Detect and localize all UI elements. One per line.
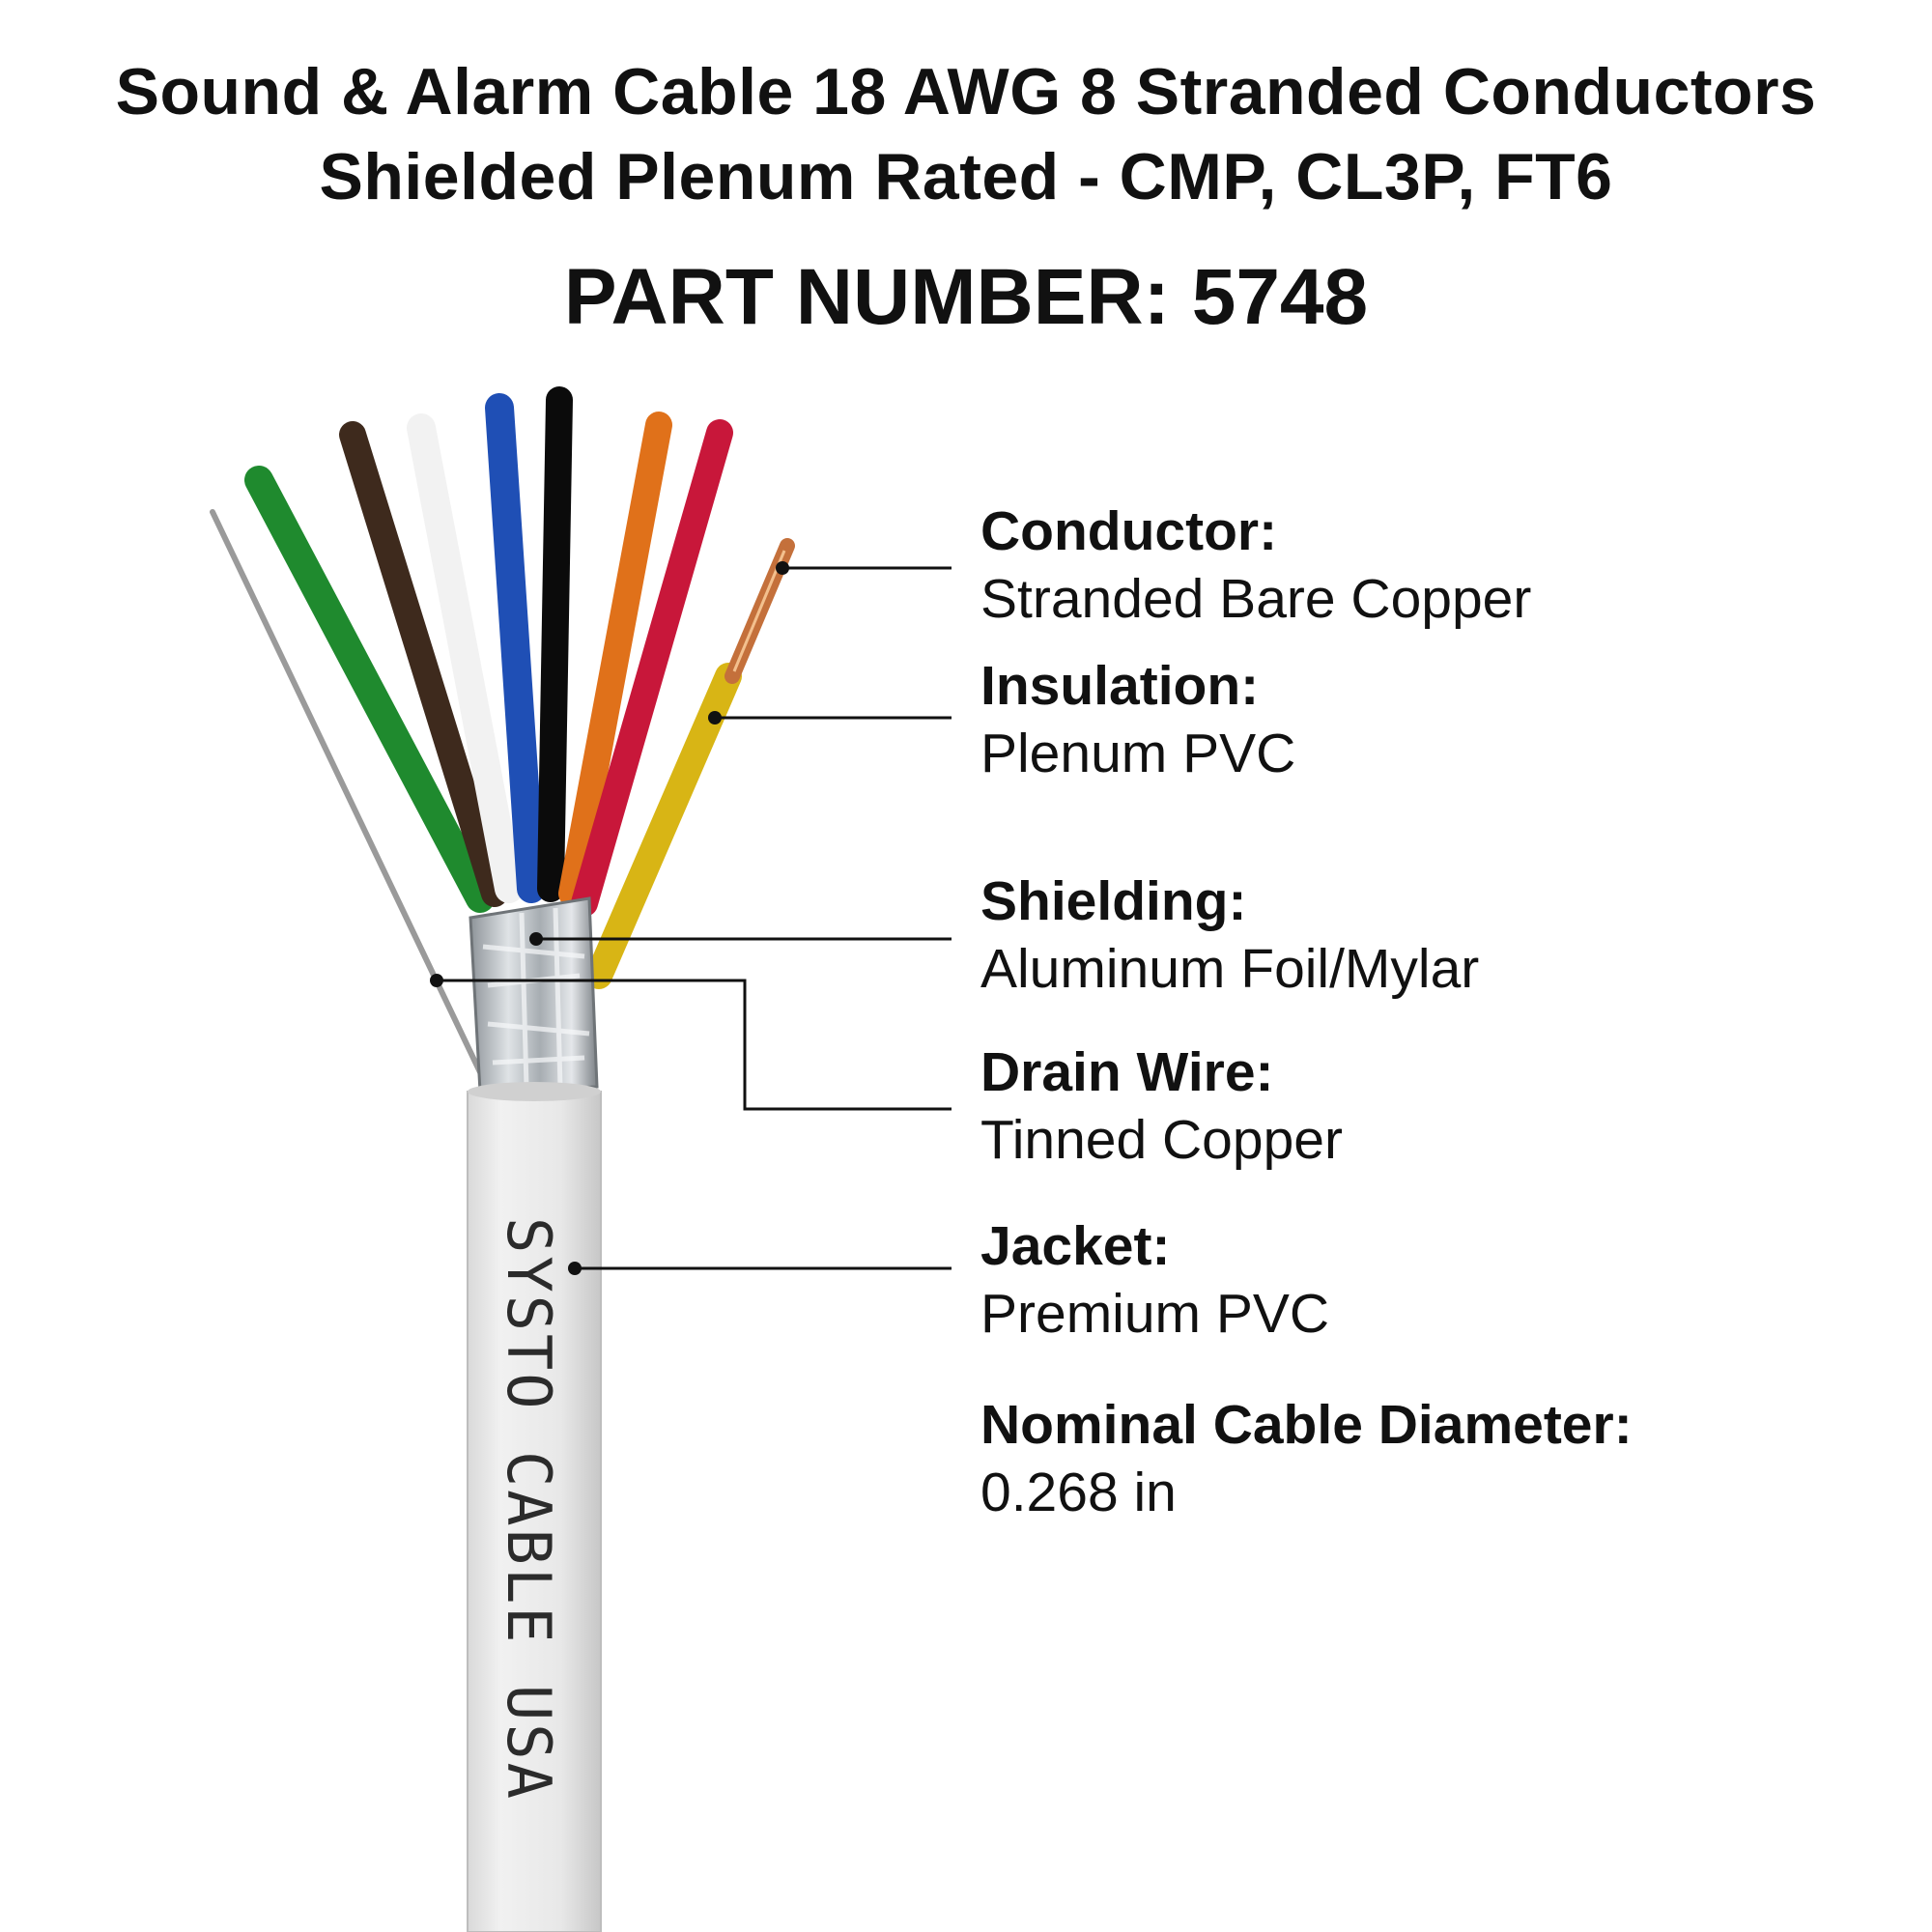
red-wire <box>571 419 733 917</box>
dot-shielding <box>529 932 543 946</box>
spec-label: Drain Wire: <box>980 1041 1274 1103</box>
callout-lines <box>437 566 952 1270</box>
spec-conductor: Conductor: Stranded Bare Copper <box>980 497 1898 633</box>
spec-value: Aluminum Foil/Mylar <box>980 938 1480 1000</box>
brown-wire <box>339 421 508 907</box>
spec-value: Premium PVC <box>980 1283 1330 1345</box>
spec-label: Shielding: <box>980 870 1247 932</box>
spec-label: Conductor: <box>980 500 1278 562</box>
title-line-2: Shielded Plenum Rated - CMP, CL3P, FT6 <box>319 140 1613 213</box>
yellow-wire <box>585 663 742 989</box>
spec-label: Jacket: <box>980 1215 1171 1277</box>
spec-drain-wire: Drain Wire: Tinned Copper <box>980 1038 1898 1174</box>
spec-shielding: Shielding: Aluminum Foil/Mylar <box>980 867 1898 1003</box>
cable-jacket <box>467 1091 602 1932</box>
part-number: PART NUMBER: 5748 <box>563 253 1369 341</box>
orange-wire <box>558 412 672 907</box>
spec-value: Tinned Copper <box>980 1109 1343 1171</box>
spec-value: Stranded Bare Copper <box>980 568 1532 630</box>
dot-insulation <box>708 711 722 724</box>
spec-jacket: Jacket: Premium PVC <box>980 1212 1898 1348</box>
spec-nominal-diameter: Nominal Cable Diameter: 0.268 in <box>980 1391 1898 1526</box>
leader-drain <box>437 979 952 1111</box>
spec-insulation: Insulation: Plenum PVC <box>980 652 1898 787</box>
dot-drain <box>430 974 443 987</box>
title-line-1: Sound & Alarm Cable 18 AWG 8 Stranded Co… <box>115 55 1817 128</box>
copper-strand-detail <box>732 550 786 672</box>
blue-wire <box>485 393 546 903</box>
green-wire <box>244 466 495 913</box>
dot-jacket <box>568 1262 582 1275</box>
jacket-print: SYSTO CABLE USA <box>494 1217 564 1802</box>
white-wire <box>407 413 524 903</box>
dot-conductor <box>776 561 789 575</box>
spec-label: Insulation: <box>980 655 1260 717</box>
callout-dots <box>430 561 789 1275</box>
black-wire <box>537 386 573 902</box>
spec-value: Plenum PVC <box>980 723 1296 784</box>
spec-value: 0.268 in <box>980 1462 1177 1523</box>
spec-label: Nominal Cable Diameter: <box>980 1394 1633 1456</box>
jacket-end <box>468 1082 601 1101</box>
